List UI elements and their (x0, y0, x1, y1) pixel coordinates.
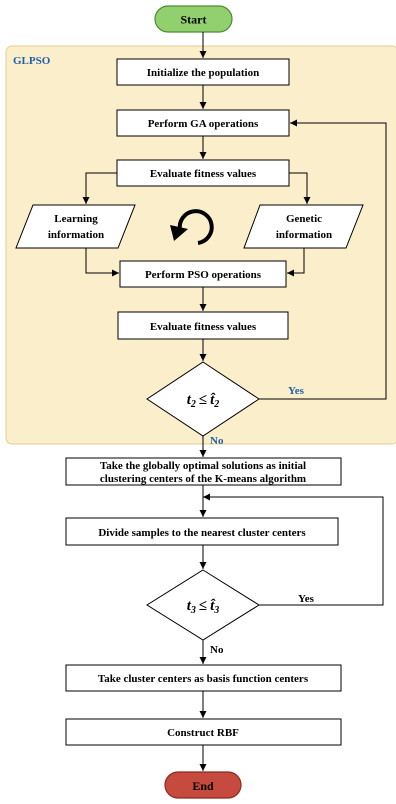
start-terminal (154, 5, 233, 33)
basis-function-centers-label: Take cluster centers as basis function c… (98, 673, 309, 685)
learning-information-label-2: information (48, 229, 104, 241)
svg-text:t2≤t̂2: t2≤t̂2 (187, 392, 220, 410)
glpso-group (5, 45, 396, 445)
ga-operations-label: Perform GA operations (148, 118, 259, 130)
divide-samples-box (65, 517, 339, 546)
svg-text:t3≤t̂3: t3≤t̂3 (187, 598, 220, 616)
decision-2-no-label: No (210, 644, 224, 656)
decision-2-yes-label: Yes (298, 593, 315, 605)
end-label: End (192, 779, 214, 793)
take-global-solutions-box (65, 457, 342, 486)
divide-samples-label: Divide samples to the nearest cluster ce… (98, 527, 306, 539)
initialize-population-box (116, 58, 290, 86)
take-global-solutions-label-2: clustering centers of the K-means algori… (100, 473, 306, 485)
evaluate-fitness-label-2: Evaluate fitness values (150, 321, 257, 333)
connectors (82, 32, 387, 771)
decision-1-yes-label: Yes (288, 385, 305, 397)
evaluate-fitness-label-1: Evaluate fitness values (150, 168, 257, 180)
ga-operations-box (116, 109, 290, 137)
decision-1-no-label: No (210, 435, 224, 447)
end-terminal (164, 771, 242, 799)
learning-information-label-1: Learning (54, 213, 98, 225)
take-global-solutions-label-1: Take the globally optimal solutions as i… (100, 460, 306, 472)
decision-condition-1: t2≤t̂2 (187, 392, 220, 410)
pso-operations-label: Perform PSO operations (145, 269, 262, 281)
basis-function-centers-box (65, 664, 342, 692)
construct-rbf-label: Construct RBF (167, 727, 239, 739)
pso-operations-box (119, 260, 287, 288)
cycle-arrow-icon (170, 209, 214, 245)
genetic-information-label-1: Genetic (286, 213, 322, 225)
decision-condition-2: t3≤t̂3 (187, 598, 220, 616)
initialize-population-label: Initialize the population (147, 67, 259, 79)
construct-rbf-box (65, 718, 342, 746)
learning-information-box (15, 204, 136, 249)
genetic-information-label-2: information (276, 229, 332, 241)
start-label: Start (181, 13, 207, 27)
genetic-information-box (243, 204, 364, 249)
evaluate-fitness-box-2 (117, 311, 289, 340)
glpso-group-label: GLPSO (13, 55, 51, 67)
